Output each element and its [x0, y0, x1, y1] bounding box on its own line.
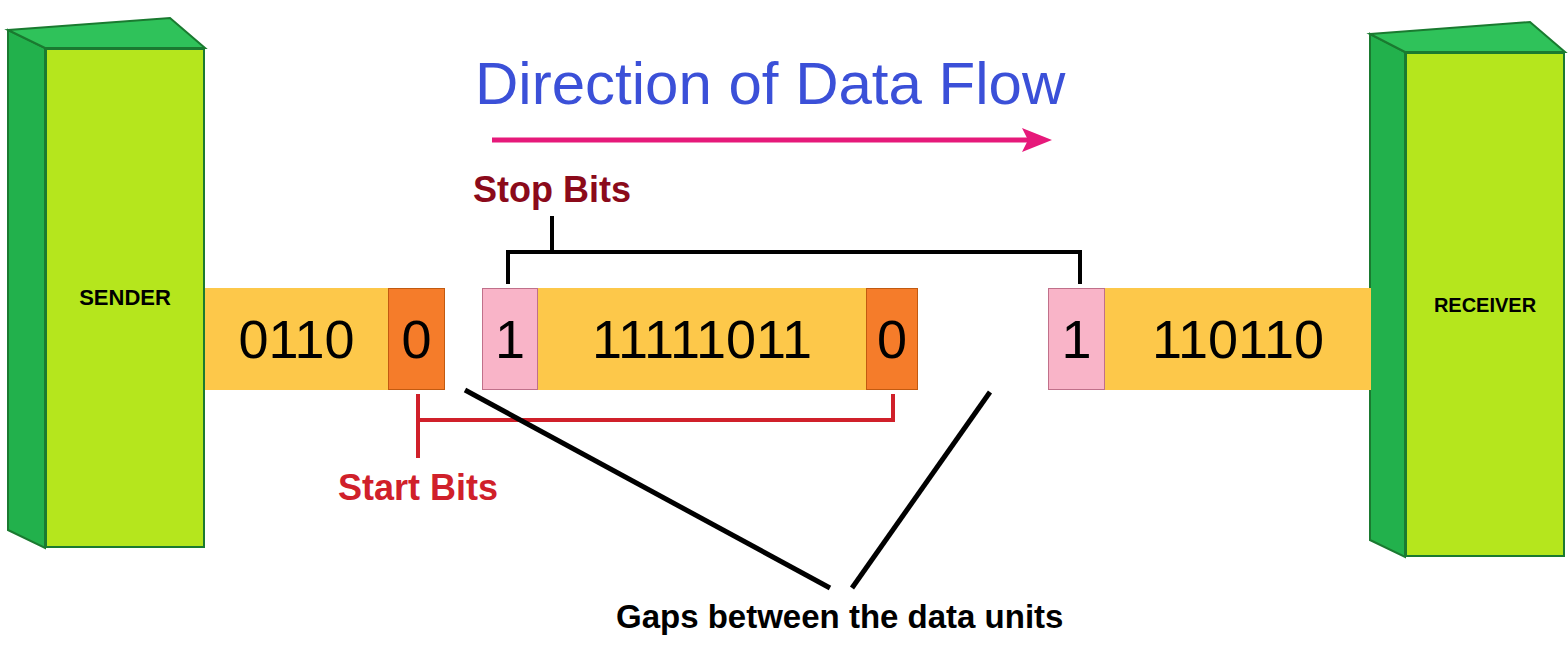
- stop-bit: 1: [482, 288, 538, 390]
- node-text: 0: [401, 312, 431, 366]
- receiver-box: RECEIVER: [1405, 52, 1565, 557]
- node-text: SENDER: [79, 287, 171, 309]
- node-text: 0: [877, 312, 907, 366]
- gap-pointer: [465, 390, 830, 588]
- stop-bits-label: Stop Bits: [473, 172, 631, 208]
- node-text: 1: [1061, 312, 1091, 366]
- stop-bits-bracket: [508, 216, 1080, 284]
- sender-side: [8, 30, 45, 548]
- data-bits: 110110: [1105, 288, 1371, 390]
- node-text: 110110: [1152, 312, 1324, 366]
- data-bits: 11111011: [538, 288, 866, 390]
- stop-bit: 1: [1048, 288, 1105, 390]
- sender-top: [8, 18, 205, 48]
- title: Direction of Data Flow: [475, 54, 1065, 114]
- gaps-label: Gaps between the data units: [616, 600, 1063, 633]
- gap-pointer: [852, 392, 990, 588]
- receiver-side: [1370, 34, 1405, 557]
- sender-box: SENDER: [45, 48, 205, 548]
- start-bits-label: Start Bits: [338, 470, 498, 506]
- data-bits: 0110: [205, 288, 388, 390]
- node-text: 1: [495, 312, 525, 366]
- flow-arrow-head: [1022, 128, 1052, 152]
- receiver-top: [1370, 22, 1565, 52]
- node-text: RECEIVER: [1434, 295, 1536, 315]
- start-bit: 0: [388, 288, 445, 390]
- start-bit: 0: [866, 288, 918, 390]
- flow-arrow-line: [492, 138, 1030, 143]
- node-text: 11111011: [592, 312, 812, 366]
- node-text: 0110: [238, 312, 354, 366]
